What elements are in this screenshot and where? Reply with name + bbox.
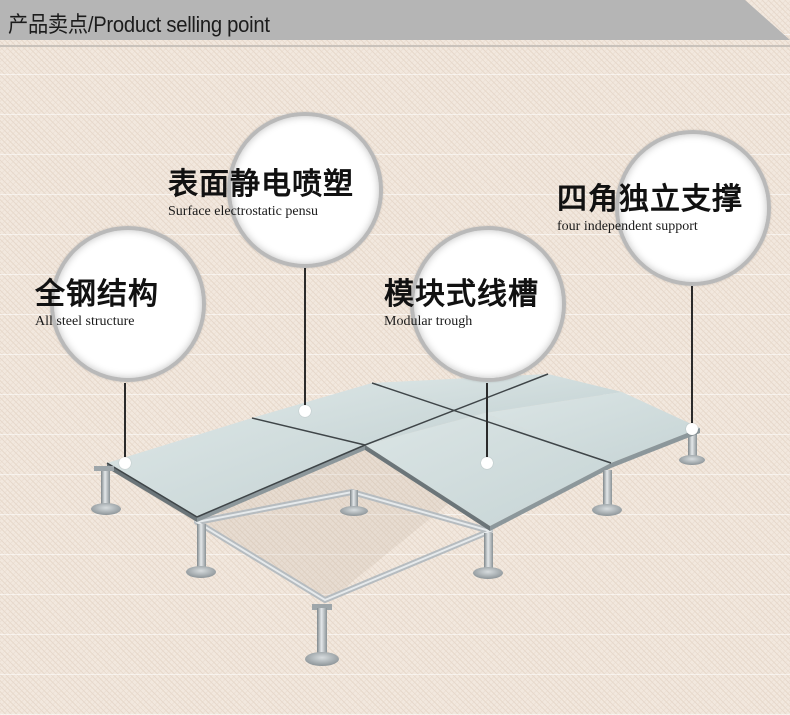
feature-label-four-support: 四角独立支撑 four independent support (557, 183, 743, 235)
header-band (0, 0, 790, 40)
feature-bubble-surface-coating (227, 112, 383, 268)
feature-title-zh: 模块式线槽 (384, 277, 539, 312)
feature-title-zh: 全钢结构 (35, 277, 159, 312)
pedestal (592, 470, 622, 516)
floor-panel (365, 413, 611, 531)
feature-title-en: Surface electrostatic pensu (168, 204, 319, 219)
feature-label-surface-coating: 表面静电喷塑 Surface electrostatic pensu (168, 168, 354, 220)
pedestal (305, 604, 339, 666)
pedestal (679, 432, 705, 465)
pedestal (91, 466, 121, 515)
pedestal (340, 490, 368, 516)
pedestal (473, 533, 503, 579)
floor-panel (485, 392, 700, 468)
feature-label-all-steel: 全钢结构 All steel structure (35, 278, 159, 330)
callout-line-all-steel (124, 383, 126, 463)
feature-title-en: Modular trough (384, 314, 473, 329)
section-header: 产品卖点/Product selling point (0, 0, 790, 40)
feature-bubble-all-steel (50, 226, 206, 382)
callout-dot-all-steel (119, 457, 131, 469)
feature-title-en: four independent support (557, 219, 698, 234)
feature-label-modular-trough: 模块式线槽 Modular trough (384, 278, 539, 330)
panel-seams (106, 373, 612, 518)
floor-panel (107, 418, 365, 522)
feature-bubble-modular-trough (410, 226, 566, 382)
pedestal (186, 524, 216, 578)
header-divider (0, 45, 790, 47)
callout-dot-four-support (686, 423, 698, 435)
feature-bubble-four-support (615, 130, 771, 286)
feature-title-zh: 四角独立支撑 (557, 182, 743, 217)
feature-title-zh: 表面静电喷塑 (168, 167, 354, 202)
section-title: 产品卖点/Product selling point (8, 12, 270, 37)
callout-line-four-support (691, 286, 693, 429)
callout-dot-modular-trough (481, 457, 493, 469)
callout-line-modular-trough (486, 383, 488, 463)
callout-line-surface-coating (304, 268, 306, 411)
feature-title-en: All steel structure (35, 314, 135, 329)
floor-panel (252, 383, 485, 445)
callout-dot-surface-coating (299, 405, 311, 417)
